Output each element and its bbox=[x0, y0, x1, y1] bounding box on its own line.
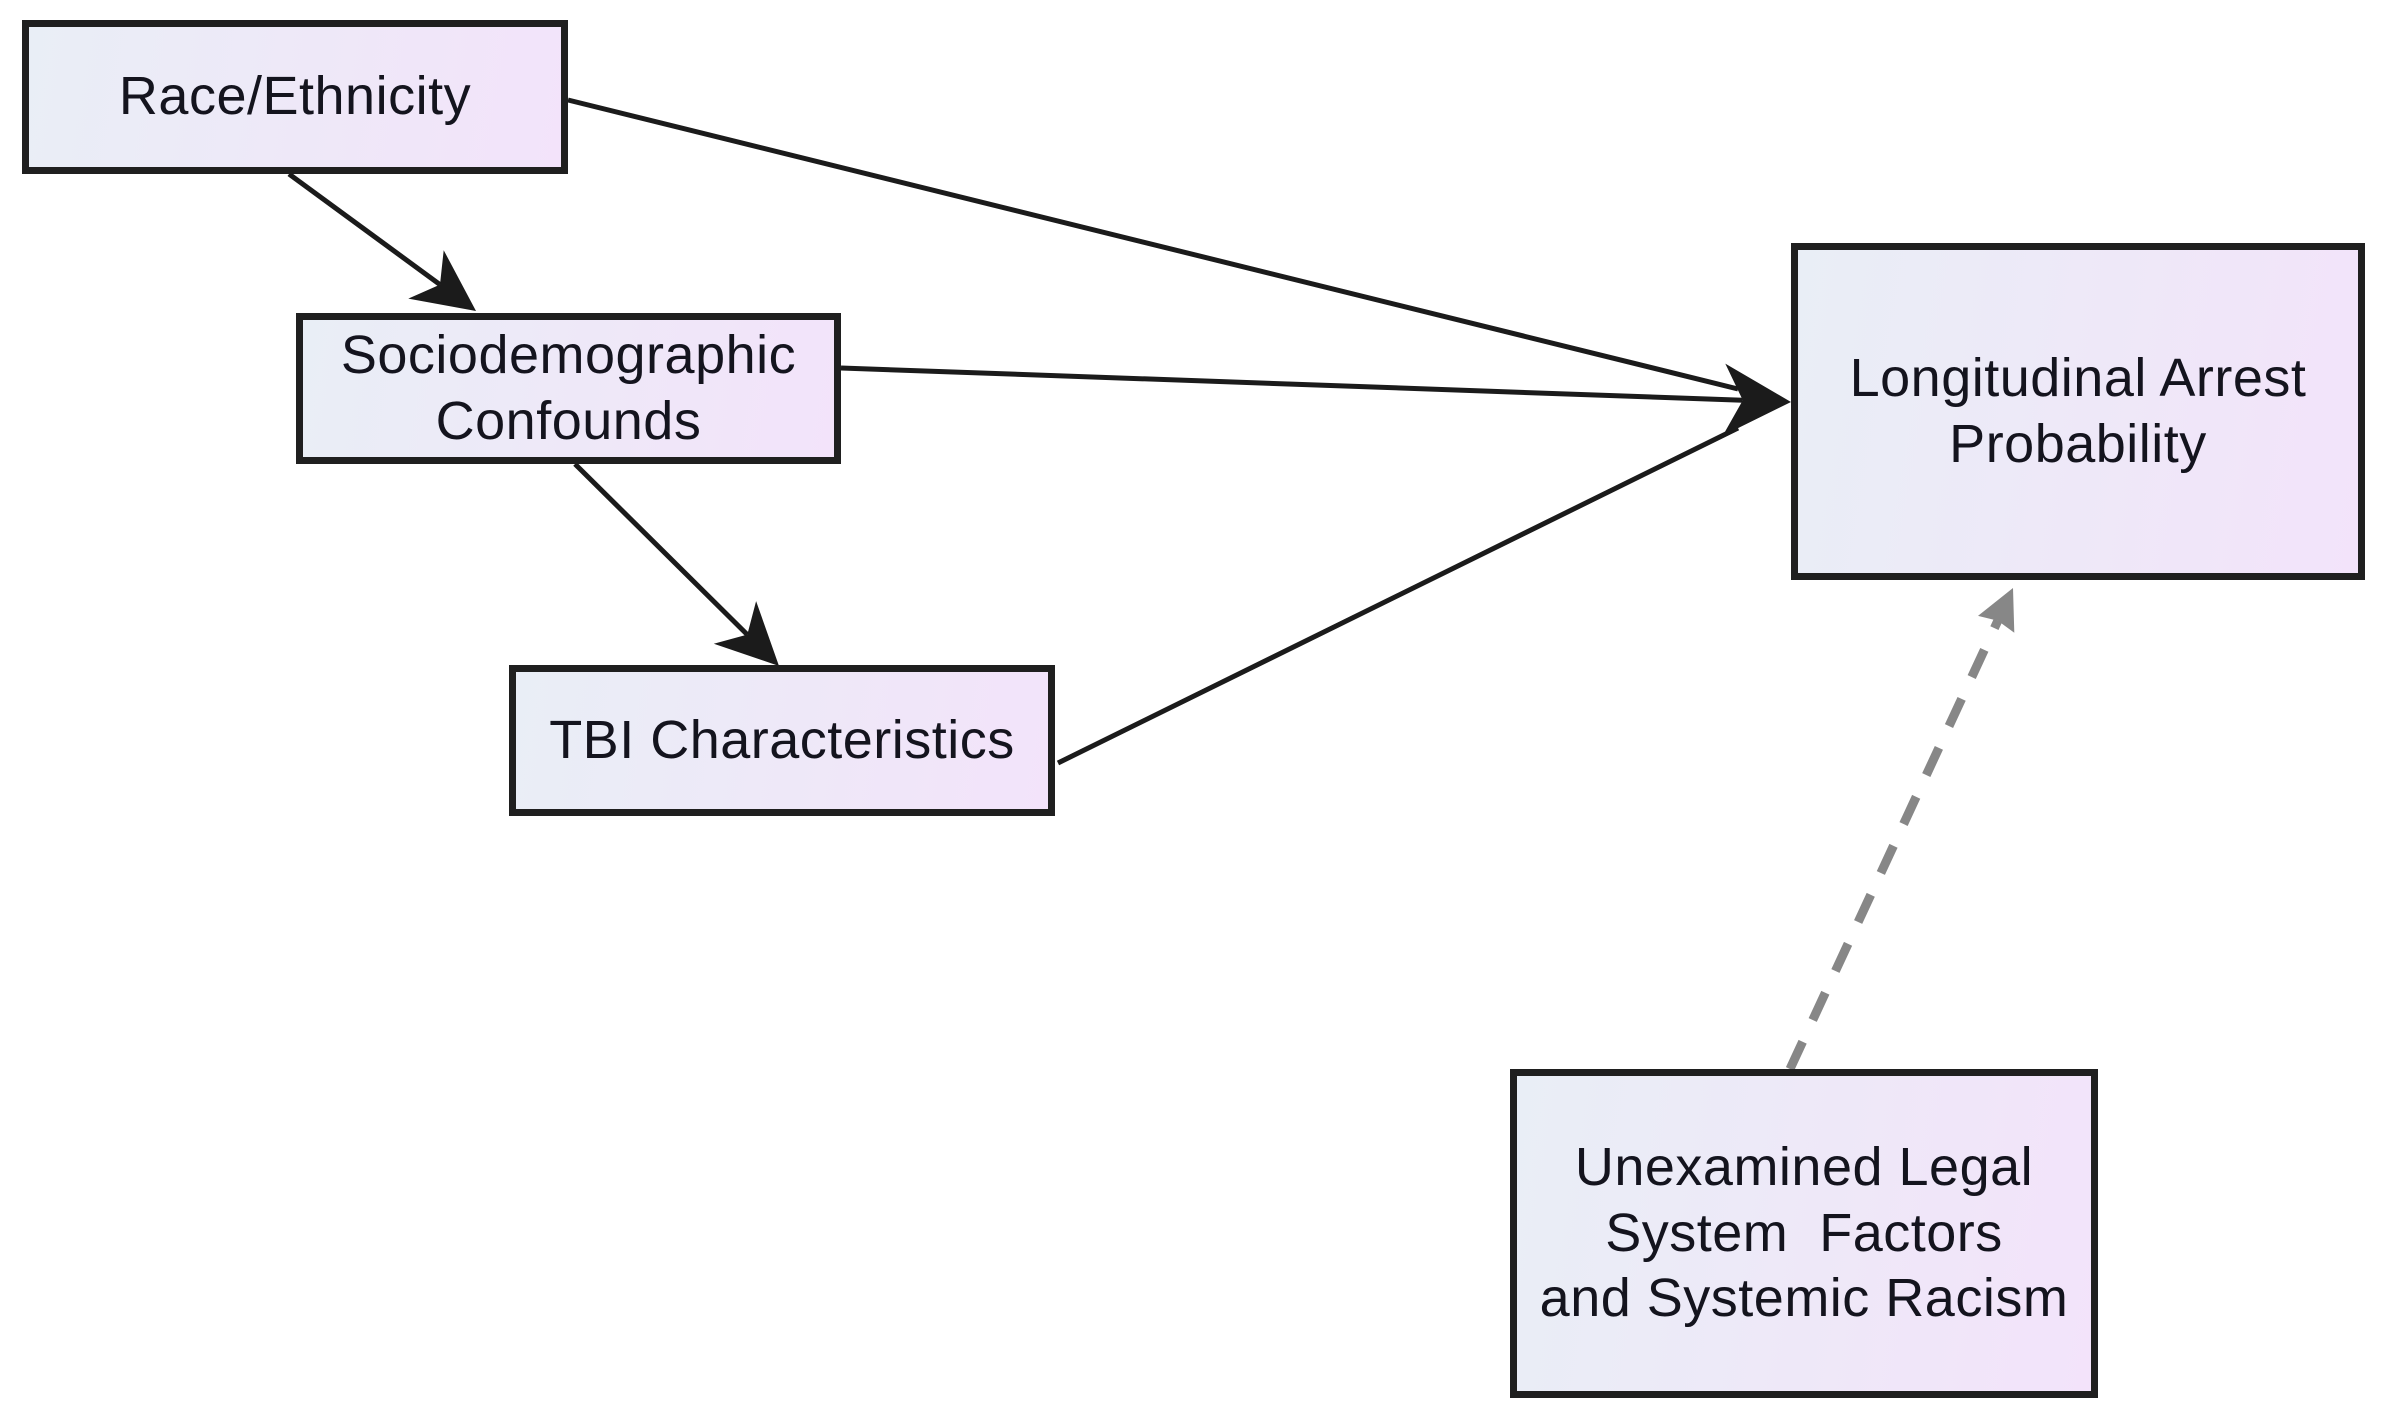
node-longitudinal-arrest-probability: Longitudinal Arrest Probability bbox=[1791, 243, 2365, 580]
edge-socio-to-arrest-arrowhead bbox=[1722, 363, 1791, 436]
node-tbi-characteristics-label: TBI Characteristics bbox=[549, 709, 1015, 770]
edge-socio-to-tbi-arrowhead bbox=[713, 601, 779, 666]
edge-race-to-socio-arrowhead bbox=[408, 250, 476, 311]
edge-socio-to-arrest bbox=[840, 363, 1791, 436]
node-sociodemographic-confounds: Sociodemographic Confounds bbox=[296, 313, 841, 464]
node-unexamined-legal-system-factors-label: Unexamined Legal System Factors and Syst… bbox=[1539, 1136, 2069, 1329]
node-race-ethnicity: Race/Ethnicity bbox=[22, 20, 568, 174]
node-longitudinal-arrest-probability-label: Longitudinal Arrest Probability bbox=[1849, 347, 2307, 474]
edge-race-to-socio bbox=[287, 171, 476, 311]
edge-race-to-arrest bbox=[567, 97, 1739, 392]
edge-legal-to-arrest bbox=[1785, 588, 2015, 1071]
edge-socio-to-tbi bbox=[573, 462, 779, 666]
node-race-ethnicity-label: Race/Ethnicity bbox=[118, 66, 472, 127]
edge-tbi-to-arrest bbox=[1056, 425, 1740, 766]
node-unexamined-legal-system-factors: Unexamined Legal System Factors and Syst… bbox=[1510, 1069, 2098, 1398]
edge-legal-to-arrest-arrowhead bbox=[1978, 588, 2015, 633]
node-tbi-characteristics: TBI Characteristics bbox=[509, 665, 1055, 816]
node-sociodemographic-confounds-label: Sociodemographic Confounds bbox=[340, 324, 797, 451]
